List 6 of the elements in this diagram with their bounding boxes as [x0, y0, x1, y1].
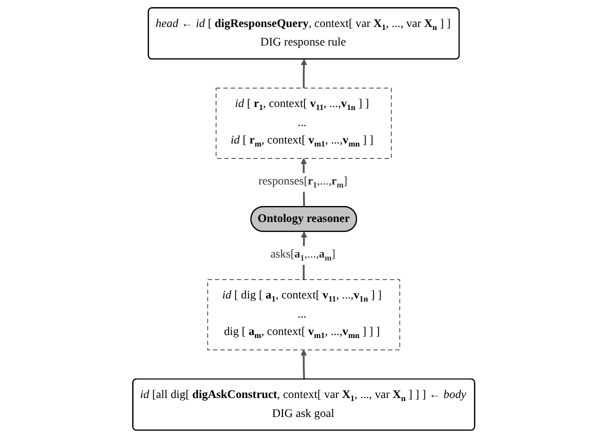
edge-label: asks[a$_{1}$,...,a$_{m}$] [270, 248, 336, 263]
arrow [301, 59, 308, 88]
node-box: id [ r$_{1}$, context[ v$_{11}$, ...,v$_{1n}$ ] ] ... id [ r$_{m}$, context[ v$_{m1}$, ...,v$_{mn}$ ] ] [216, 88, 392, 159]
node-box: id [ dig [ a$_{1}$, context[ v$_{11}$, ...,v$_{1n}$ ] ] ... dig [ a$_{m}$, context[ v$_{m1}$, ...,v$_{mn}$ ] ] ] [208, 279, 400, 350]
edge-label: responses[r$_{1}$,...,r$_{m}$] [258, 175, 348, 190]
arrow [300, 350, 308, 380]
